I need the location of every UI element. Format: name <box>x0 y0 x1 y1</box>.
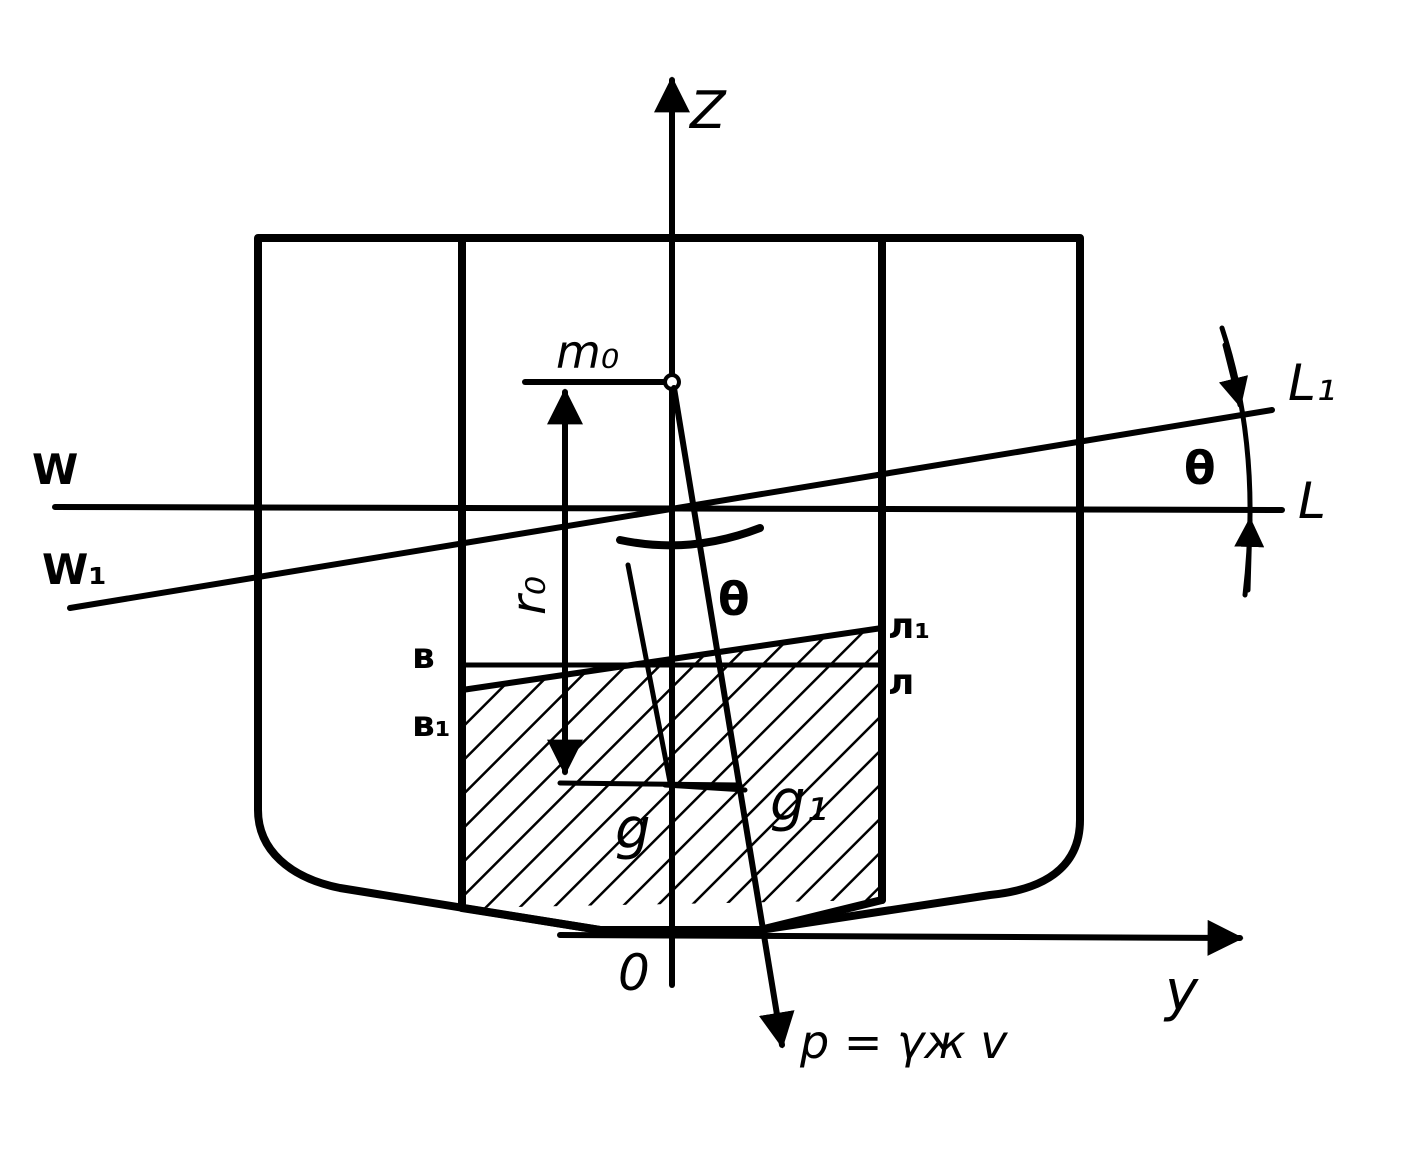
tank-bottom <box>458 896 886 934</box>
waterline-l1-label: L₁ <box>1288 354 1336 412</box>
hull-outline <box>254 234 1084 934</box>
z-axis-label: Z <box>688 81 727 141</box>
g-line <box>662 782 748 793</box>
waterline-w1-label: W₁ <box>42 545 107 594</box>
center-g1-label: g₁ <box>770 769 828 834</box>
origin-label: 0 <box>618 944 650 1002</box>
g-level-line <box>557 780 743 788</box>
y-axis <box>557 919 1244 956</box>
r0-label: r₀ <box>501 576 557 615</box>
force-label: p = γж v <box>799 1015 1008 1069</box>
theta-arrow-bottom <box>1234 517 1265 593</box>
point-l1-label: л₁ <box>888 606 930 647</box>
theta-arrow-top <box>1218 342 1249 408</box>
theta-center-label: θ <box>718 572 750 626</box>
buoyancy-force-line <box>671 385 795 1049</box>
waterline-l-label: L <box>1298 472 1326 530</box>
theta-arc-right <box>1219 325 1253 598</box>
waterline-w-label: W <box>32 445 78 494</box>
metacenter-label: m₀ <box>556 325 619 379</box>
theta-arc-center <box>616 524 764 550</box>
theta-right-label: θ <box>1184 441 1216 495</box>
point-v-label: в <box>412 636 435 677</box>
center-g-label: g <box>615 797 651 862</box>
point-l-label: л <box>888 662 914 703</box>
y-axis-label: y <box>1163 959 1199 1024</box>
shift-line <box>625 562 673 785</box>
point-v1-label: в₁ <box>412 704 451 745</box>
